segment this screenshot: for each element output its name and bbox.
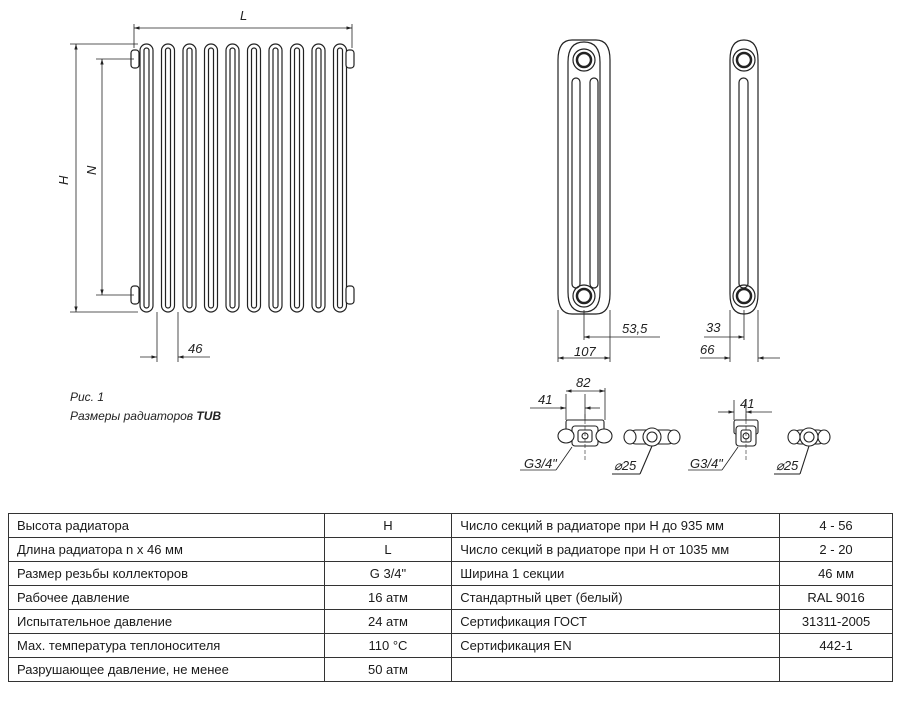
bottom-right-cap [345, 285, 355, 305]
connection-detail-2col [733, 414, 759, 462]
table-cell [451, 657, 781, 682]
technical-drawing: L H N 46 53,5 107 [56, 8, 831, 475]
table-cell: Размер резьбы коллекторов [8, 561, 325, 586]
label-offset-2col: 33 [706, 320, 721, 335]
label-thread-2: G3/4" [690, 456, 724, 471]
table-cell: Стандартный цвет (белый) [451, 585, 781, 610]
caption-model: TUB [196, 409, 222, 423]
table-cell: 442-1 [779, 633, 893, 658]
label-H: H [56, 175, 71, 185]
radiator-column-inner [143, 47, 150, 309]
label-width-3col: 107 [574, 344, 596, 359]
label-conn-b: 82 [576, 375, 591, 390]
pipe-end-view-3col [612, 427, 681, 475]
dim-pitch [140, 312, 210, 362]
table-cell: Сертификация EN [451, 633, 781, 658]
caption-text: Размеры радиаторов [70, 409, 197, 423]
label-offset-3col: 53,5 [622, 321, 648, 336]
label-diam-1: ⌀25 [614, 458, 637, 473]
radiator-column [225, 43, 240, 313]
label-width-2col: 66 [700, 342, 715, 357]
dim-conn-2col [688, 400, 772, 471]
table-cell: L [323, 537, 453, 562]
radiator-column-inner [272, 47, 279, 309]
table-cell: Сертификация ГОСТ [451, 609, 781, 634]
radiator-column-inner [293, 47, 301, 309]
radiator-columns [139, 43, 348, 313]
radiator-column-inner [250, 47, 258, 309]
label-pitch: 46 [188, 341, 203, 356]
connection-detail-3col [557, 414, 613, 462]
top-right-cap [345, 49, 355, 69]
table-cell: 31311-2005 [779, 609, 893, 634]
label-conn-c: 41 [740, 396, 754, 411]
radiator-column [246, 43, 262, 313]
table-cell [779, 657, 893, 682]
table-cell: 50 атм [323, 657, 453, 682]
radiator-column [268, 43, 283, 313]
label-N: N [84, 165, 99, 175]
table-cell: 110 °C [323, 633, 453, 658]
dim-N [96, 58, 134, 296]
pipe-end-view-2col [774, 427, 831, 475]
radiator-column-inner [207, 47, 215, 309]
table-cell: 2 - 20 [779, 537, 893, 562]
table-cell: Мах. температура теплоносителя [8, 633, 325, 658]
label-diam-2: ⌀25 [776, 458, 799, 473]
radiator-column-inner [315, 47, 322, 309]
figure-caption: Размеры радиаторов TUB [70, 409, 221, 423]
table-cell: Разрушающее давление, не менее [8, 657, 325, 682]
dim-3col [557, 310, 660, 362]
table-cell: 24 атм [323, 609, 453, 634]
radiator-column [311, 43, 326, 313]
radiator-column [139, 43, 154, 313]
label-L: L [240, 8, 247, 23]
label-conn-a: 41 [538, 392, 552, 407]
side-view-2col [729, 39, 759, 315]
dim-2col [700, 310, 780, 362]
label-thread-1: G3/4" [524, 456, 558, 471]
table-cell: Рабочее давление [8, 585, 325, 610]
radiator-column-inner [336, 47, 344, 309]
table-cell: 46 мм [779, 561, 893, 586]
table-cell: 4 - 56 [779, 513, 893, 538]
table-cell: G 3/4" [323, 561, 453, 586]
radiator-column [182, 43, 197, 313]
side-view-3col [557, 39, 611, 315]
table-cell: Число секций в радиаторе при H от 1035 м… [451, 537, 781, 562]
table-cell: H [323, 513, 453, 538]
front-view [130, 43, 355, 313]
table-cell: 16 атм [323, 585, 453, 610]
radiator-column-inner [164, 47, 172, 309]
table-cell: Длина радиатора n x 46 мм [8, 537, 325, 562]
table-cell: RAL 9016 [779, 585, 893, 610]
radiator-column [160, 43, 176, 313]
radiator-column [289, 43, 305, 313]
table-cell: Испытательное давление [8, 609, 325, 634]
radiator-column-inner [186, 47, 193, 309]
radiator-column-inner [229, 47, 236, 309]
radiator-column [203, 43, 219, 313]
figure-number: Рис. 1 [70, 390, 105, 404]
dim-H [70, 43, 138, 313]
dim-conn-3col [520, 388, 606, 471]
table-cell: Число секций в радиаторе при H до 935 мм [451, 513, 781, 538]
table-cell: Ширина 1 секции [451, 561, 781, 586]
table-cell: Высота радиатора [8, 513, 325, 538]
radiator-column [332, 43, 348, 313]
